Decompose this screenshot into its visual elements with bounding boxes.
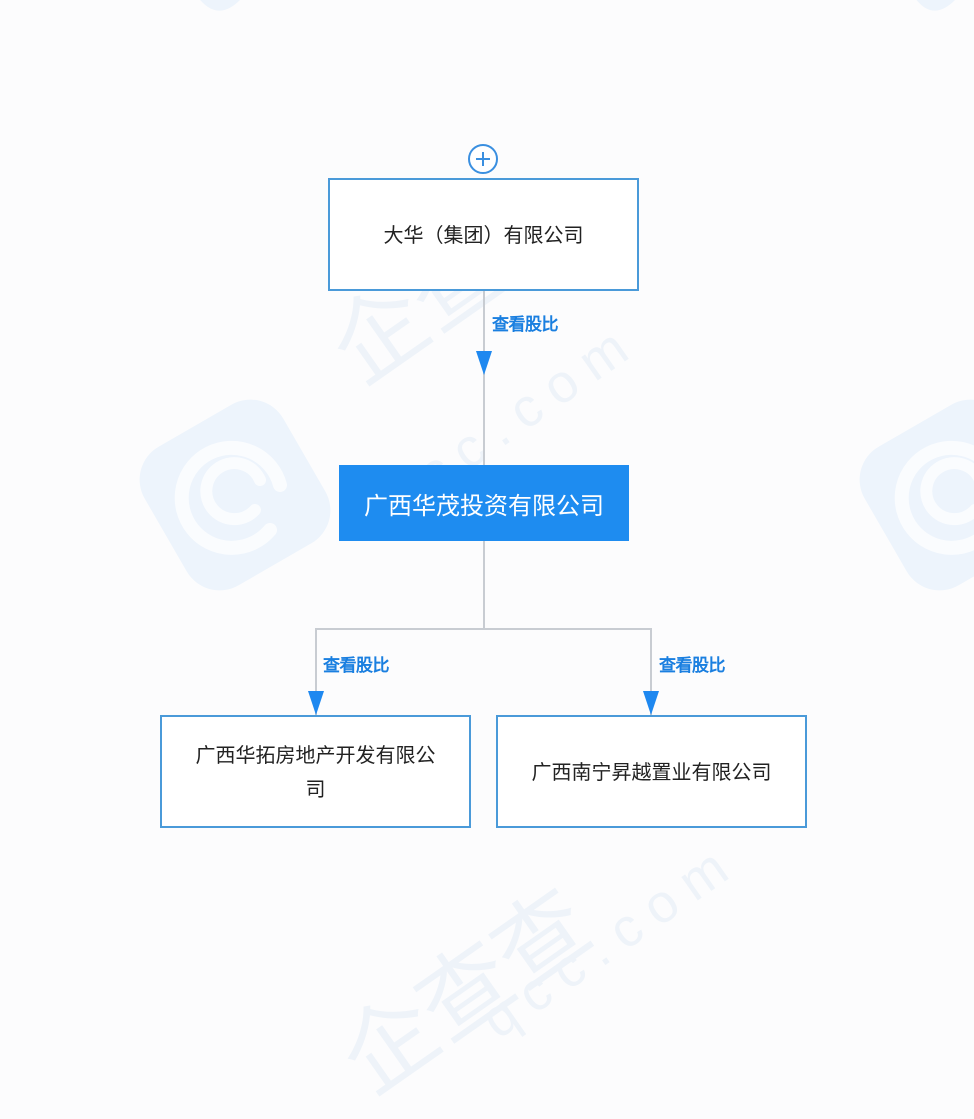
node-child-company[interactable]: 广西南宁昇越置业有限公司	[496, 715, 807, 828]
watermark-brand-text: 企查查	[323, 871, 609, 1114]
connector-children-bar	[315, 628, 652, 630]
arrow-down-icon	[476, 351, 492, 375]
watermark-logo-icon	[859, 399, 974, 591]
arrow-down-icon	[308, 691, 324, 715]
view-share-ratio-link[interactable]: 查看股比	[492, 315, 559, 335]
watermark-logo-icon	[916, 0, 955, 11]
node-label: 广西华拓房地产开发有限公司	[195, 742, 436, 801]
connector-child-left	[315, 628, 317, 715]
node-parent-company[interactable]: 大华（集团）有限公司	[328, 178, 639, 291]
watermark-domain-text: qcc.com	[470, 829, 750, 1050]
connector-parent-to-focus	[483, 290, 485, 465]
view-share-ratio-link[interactable]: 查看股比	[659, 656, 726, 676]
connector-child-right	[650, 628, 652, 715]
watermark-logo-icon	[139, 399, 331, 591]
node-child-company[interactable]: 广西华拓房地产开发有限公司	[160, 715, 471, 828]
node-label: 广西南宁昇越置业有限公司	[531, 759, 772, 784]
arrow-down-icon	[643, 691, 659, 715]
node-label: 大华（集团）有限公司	[383, 222, 584, 247]
node-focus-company[interactable]: 广西华茂投资有限公司	[339, 465, 629, 541]
connector-focus-trunk	[483, 540, 485, 630]
node-label: 广西华茂投资有限公司	[364, 491, 604, 520]
view-share-ratio-link[interactable]: 查看股比	[323, 656, 390, 676]
plus-circle-icon[interactable]	[468, 144, 498, 174]
watermark-logo-icon	[200, 0, 240, 11]
